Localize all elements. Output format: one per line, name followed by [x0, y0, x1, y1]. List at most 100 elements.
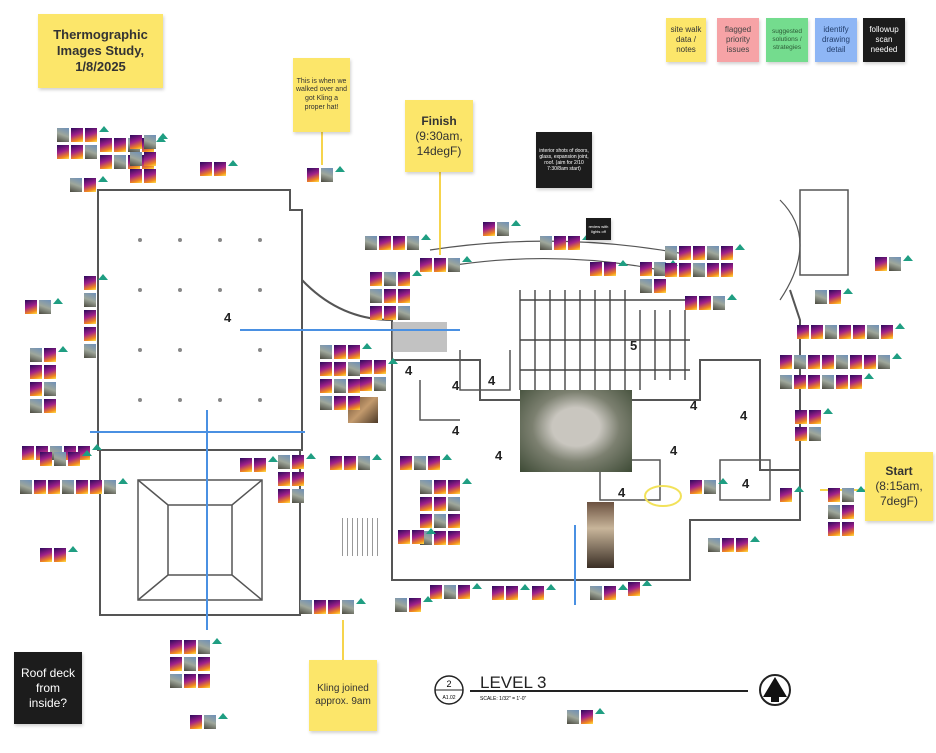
thermal-image-thumbnail[interactable] — [344, 456, 356, 470]
thermal-image-thumbnail[interactable] — [889, 257, 901, 271]
thermal-image-thumbnail[interactable] — [348, 396, 360, 410]
thermal-image-thumbnail[interactable] — [84, 310, 96, 324]
thermal-image-thumbnail[interactable] — [398, 530, 410, 544]
thermal-image-thumbnail[interactable] — [90, 480, 102, 494]
thermal-image-thumbnail[interactable] — [829, 290, 841, 304]
thermal-image-thumbnail[interactable] — [198, 640, 210, 654]
thermal-image-thumbnail[interactable] — [22, 446, 34, 460]
thermal-image-thumbnail[interactable] — [84, 178, 96, 192]
thermal-image-thumbnail[interactable] — [292, 455, 304, 469]
thermal-image-thumbnail[interactable] — [654, 279, 666, 293]
thermal-image-thumbnail[interactable] — [420, 497, 432, 511]
thermal-image-thumbnail[interactable] — [836, 355, 848, 369]
thermal-image-thumbnail[interactable] — [875, 257, 887, 271]
thermal-image-thumbnail[interactable] — [334, 362, 346, 376]
thermal-image-thumbnail[interactable] — [44, 365, 56, 379]
thermal-image-thumbnail[interactable] — [144, 152, 156, 166]
thermal-image-thumbnail[interactable] — [240, 458, 252, 472]
thermal-image-thumbnail[interactable] — [57, 145, 69, 159]
thermal-image-thumbnail[interactable] — [721, 246, 733, 260]
thermal-image-thumbnail[interactable] — [448, 531, 460, 545]
thermal-image-thumbnail[interactable] — [434, 258, 446, 272]
thermal-image-thumbnail[interactable] — [44, 348, 56, 362]
thermal-image-thumbnail[interactable] — [254, 458, 266, 472]
thermal-image-thumbnail[interactable] — [292, 489, 304, 503]
thermal-image-thumbnail[interactable] — [320, 362, 332, 376]
thermal-image-thumbnail[interactable] — [370, 306, 382, 320]
thermal-image-thumbnail[interactable] — [278, 472, 290, 486]
thermal-image-thumbnail[interactable] — [114, 155, 126, 169]
thermal-image-thumbnail[interactable] — [170, 640, 182, 654]
thermal-image-thumbnail[interactable] — [568, 236, 580, 250]
thermal-image-thumbnail[interactable] — [70, 178, 82, 192]
thermal-image-thumbnail[interactable] — [420, 480, 432, 494]
thermal-image-thumbnail[interactable] — [278, 455, 290, 469]
thermal-image-thumbnail[interactable] — [170, 674, 182, 688]
thermal-image-thumbnail[interactable] — [374, 377, 386, 391]
thermal-image-thumbnail[interactable] — [334, 345, 346, 359]
thermal-image-thumbnail[interactable] — [20, 480, 32, 494]
thermal-image-thumbnail[interactable] — [815, 290, 827, 304]
thermal-image-thumbnail[interactable] — [144, 135, 156, 149]
thermal-image-thumbnail[interactable] — [278, 489, 290, 503]
thermal-image-thumbnail[interactable] — [640, 279, 652, 293]
roof-deck-note[interactable]: Roof deck from inside? — [14, 652, 82, 724]
thermal-image-thumbnail[interactable] — [780, 488, 792, 502]
thermal-image-thumbnail[interactable] — [795, 427, 807, 441]
thermal-image-thumbnail[interactable] — [44, 382, 56, 396]
thermal-image-thumbnail[interactable] — [713, 296, 725, 310]
thermal-image-thumbnail[interactable] — [722, 538, 734, 552]
thermal-image-thumbnail[interactable] — [809, 427, 821, 441]
thermal-image-thumbnail[interactable] — [693, 246, 705, 260]
thermal-image-thumbnail[interactable] — [836, 375, 848, 389]
interior-note[interactable]: interior shots of doors, glass, expansio… — [536, 132, 592, 188]
thermal-image-thumbnail[interactable] — [84, 327, 96, 341]
thermal-image-thumbnail[interactable] — [780, 375, 792, 389]
thermal-image-thumbnail[interactable] — [30, 399, 42, 413]
thermal-image-thumbnail[interactable] — [412, 530, 424, 544]
thermal-image-thumbnail[interactable] — [864, 355, 876, 369]
thermal-image-thumbnail[interactable] — [184, 674, 196, 688]
thermal-image-thumbnail[interactable] — [409, 598, 421, 612]
review-note[interactable]: review with lights off — [586, 218, 611, 240]
thermal-image-thumbnail[interactable] — [34, 480, 46, 494]
thermal-image-thumbnail[interactable] — [384, 272, 396, 286]
thermal-image-thumbnail[interactable] — [292, 472, 304, 486]
start-note[interactable]: Start(8:15am, 7degF) — [865, 452, 933, 521]
thermal-image-thumbnail[interactable] — [48, 480, 60, 494]
thermal-image-thumbnail[interactable] — [40, 548, 52, 562]
thermal-image-thumbnail[interactable] — [200, 162, 212, 176]
thermal-image-thumbnail[interactable] — [839, 325, 851, 339]
thermal-image-thumbnail[interactable] — [822, 375, 834, 389]
thermal-image-thumbnail[interactable] — [822, 355, 834, 369]
thermal-image-thumbnail[interactable] — [780, 355, 792, 369]
thermal-image-thumbnail[interactable] — [497, 222, 509, 236]
thermal-image-thumbnail[interactable] — [825, 325, 837, 339]
thermal-image-thumbnail[interactable] — [44, 399, 56, 413]
thermal-image-thumbnail[interactable] — [320, 396, 332, 410]
thermal-image-thumbnail[interactable] — [434, 497, 446, 511]
thermal-image-thumbnail[interactable] — [850, 355, 862, 369]
thermal-image-thumbnail[interactable] — [811, 325, 823, 339]
kling-note[interactable]: Kling joined approx. 9am — [309, 660, 377, 731]
thermal-image-thumbnail[interactable] — [590, 262, 602, 276]
thermal-image-thumbnail[interactable] — [30, 382, 42, 396]
thermal-image-thumbnail[interactable] — [685, 296, 697, 310]
thermal-image-thumbnail[interactable] — [398, 272, 410, 286]
thermal-image-thumbnail[interactable] — [25, 300, 37, 314]
thermal-image-thumbnail[interactable] — [797, 325, 809, 339]
thermal-image-thumbnail[interactable] — [204, 715, 216, 729]
thermal-image-thumbnail[interactable] — [130, 152, 142, 166]
thermal-image-thumbnail[interactable] — [130, 169, 142, 183]
thermal-image-thumbnail[interactable] — [84, 276, 96, 290]
thermal-image-thumbnail[interactable] — [878, 355, 890, 369]
thermal-image-thumbnail[interactable] — [30, 348, 42, 362]
hat-note[interactable]: This is when we walked over and got Klin… — [293, 58, 350, 132]
thermal-image-thumbnail[interactable] — [842, 488, 854, 502]
finish-note[interactable]: Finish(9:30am, 14degF) — [405, 100, 473, 172]
thermal-image-thumbnail[interactable] — [379, 236, 391, 250]
thermal-image-thumbnail[interactable] — [567, 710, 579, 724]
thermal-image-thumbnail[interactable] — [198, 674, 210, 688]
thermal-image-thumbnail[interactable] — [395, 598, 407, 612]
thermal-image-thumbnail[interactable] — [809, 410, 821, 424]
